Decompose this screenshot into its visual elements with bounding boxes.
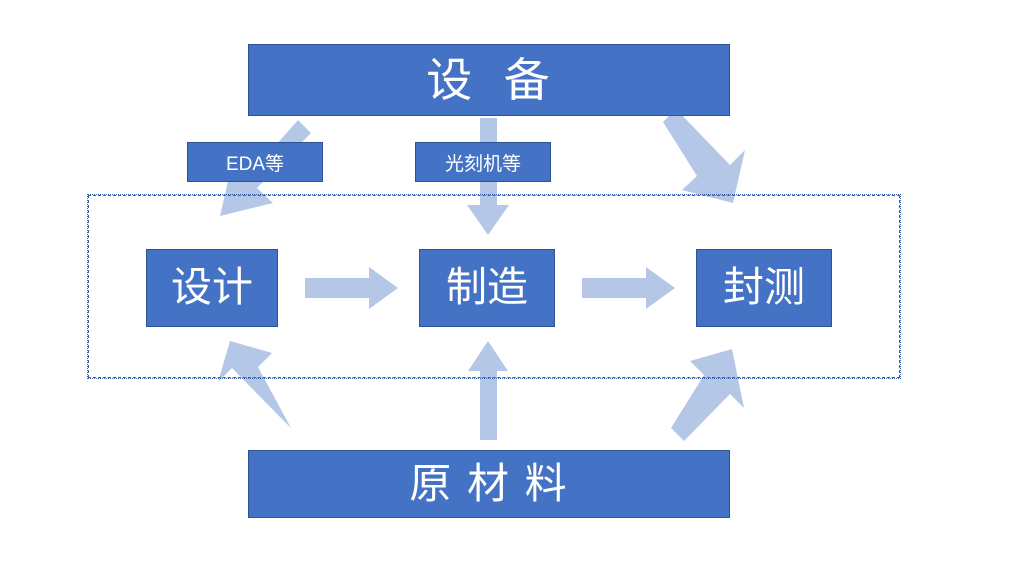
label-litho-text: 光刻机等 [444, 153, 521, 175]
box-manufacture-label: 制造 [446, 264, 528, 311]
box-packaging-test[interactable]: 封测 [696, 249, 832, 327]
label-eda-text: EDA等 [225, 153, 285, 175]
box-raw-material-label: 原 材 料 [409, 459, 569, 507]
box-equipment-label: 设 备 [426, 53, 552, 106]
box-design-label: 设计 [171, 264, 253, 311]
box-raw-material[interactable]: 原 材 料 [248, 450, 730, 518]
label-eda[interactable]: EDA等 [187, 142, 323, 182]
box-equipment[interactable]: 设 备 [248, 44, 730, 116]
box-design[interactable]: 设计 [146, 249, 278, 327]
box-packaging-test-label: 封测 [723, 264, 805, 311]
box-manufacture[interactable]: 制造 [419, 249, 555, 327]
arrow-equipment-to-packaging-test [663, 109, 745, 203]
label-litho[interactable]: 光刻机等 [415, 142, 551, 182]
